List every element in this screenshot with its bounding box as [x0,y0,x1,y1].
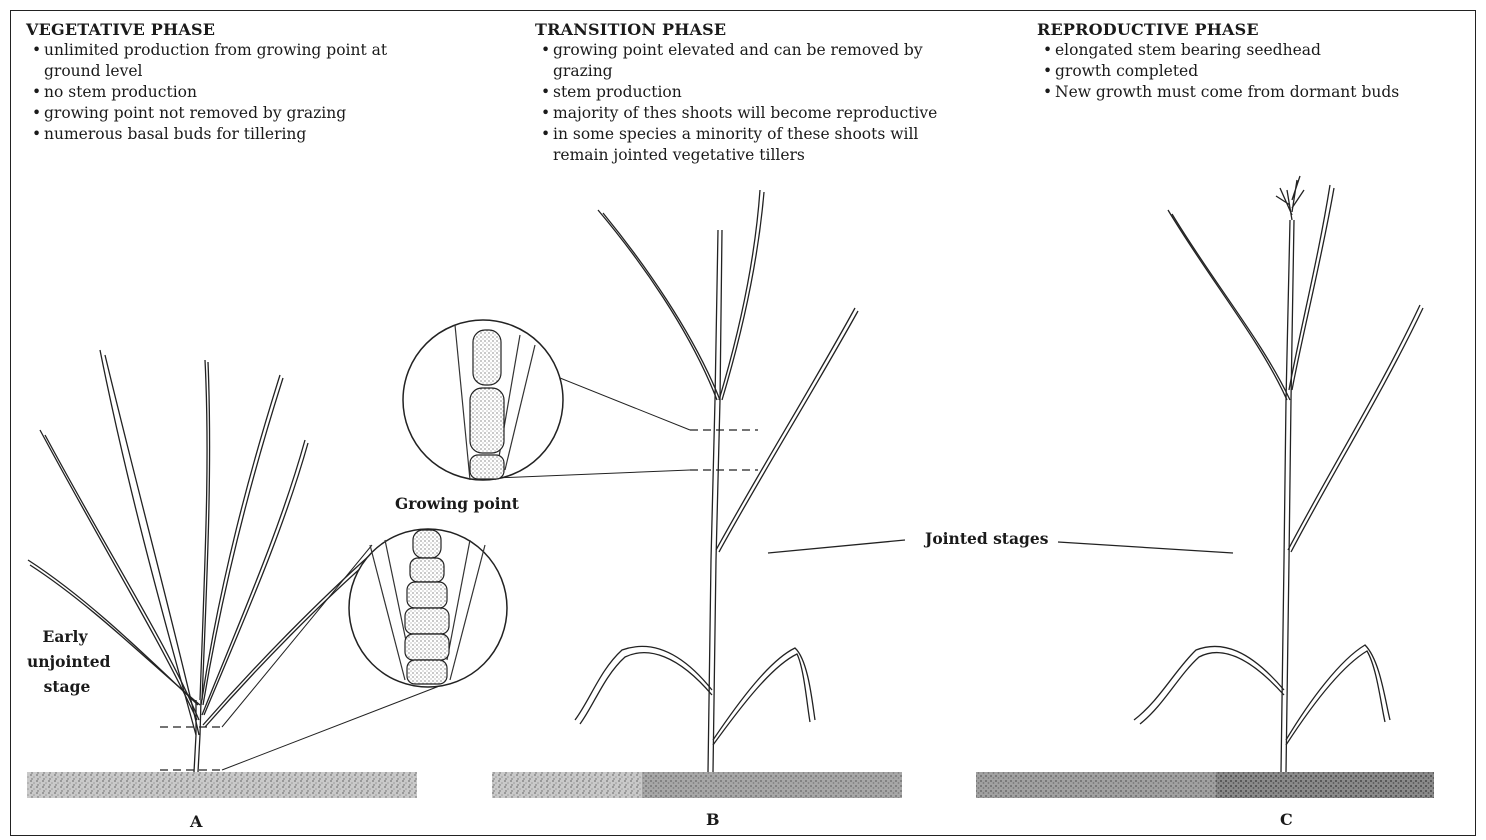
jointed-stages-pointer-right [1058,542,1233,553]
early-unjointed-stage-label-3: stage [27,674,107,699]
plant-a-label: A [190,812,202,831]
soil-strip-b [492,772,642,798]
growing-point-label: Growing point [395,494,519,513]
plant-c-label: C [1280,810,1293,829]
growing-point-magnifier-b [403,320,563,480]
jointed-stages-pointer-left [768,540,905,553]
plant-b-label: B [706,810,720,829]
jointed-stages-label: Jointed stages [925,529,1048,548]
plant-b [495,190,858,772]
growing-point-magnifier-a [349,529,507,687]
early-unjointed-stage-label: Early [40,624,90,649]
soil-strip-b-dark [642,772,902,798]
early-unjointed-stage-label-2: unjointed [27,649,107,674]
soil-strip-c-dark [1216,772,1434,798]
plant-c [1134,176,1423,772]
early-label-line: Early [40,624,90,649]
soil-strip-c [976,772,1216,798]
soil-strip-a [27,772,417,798]
